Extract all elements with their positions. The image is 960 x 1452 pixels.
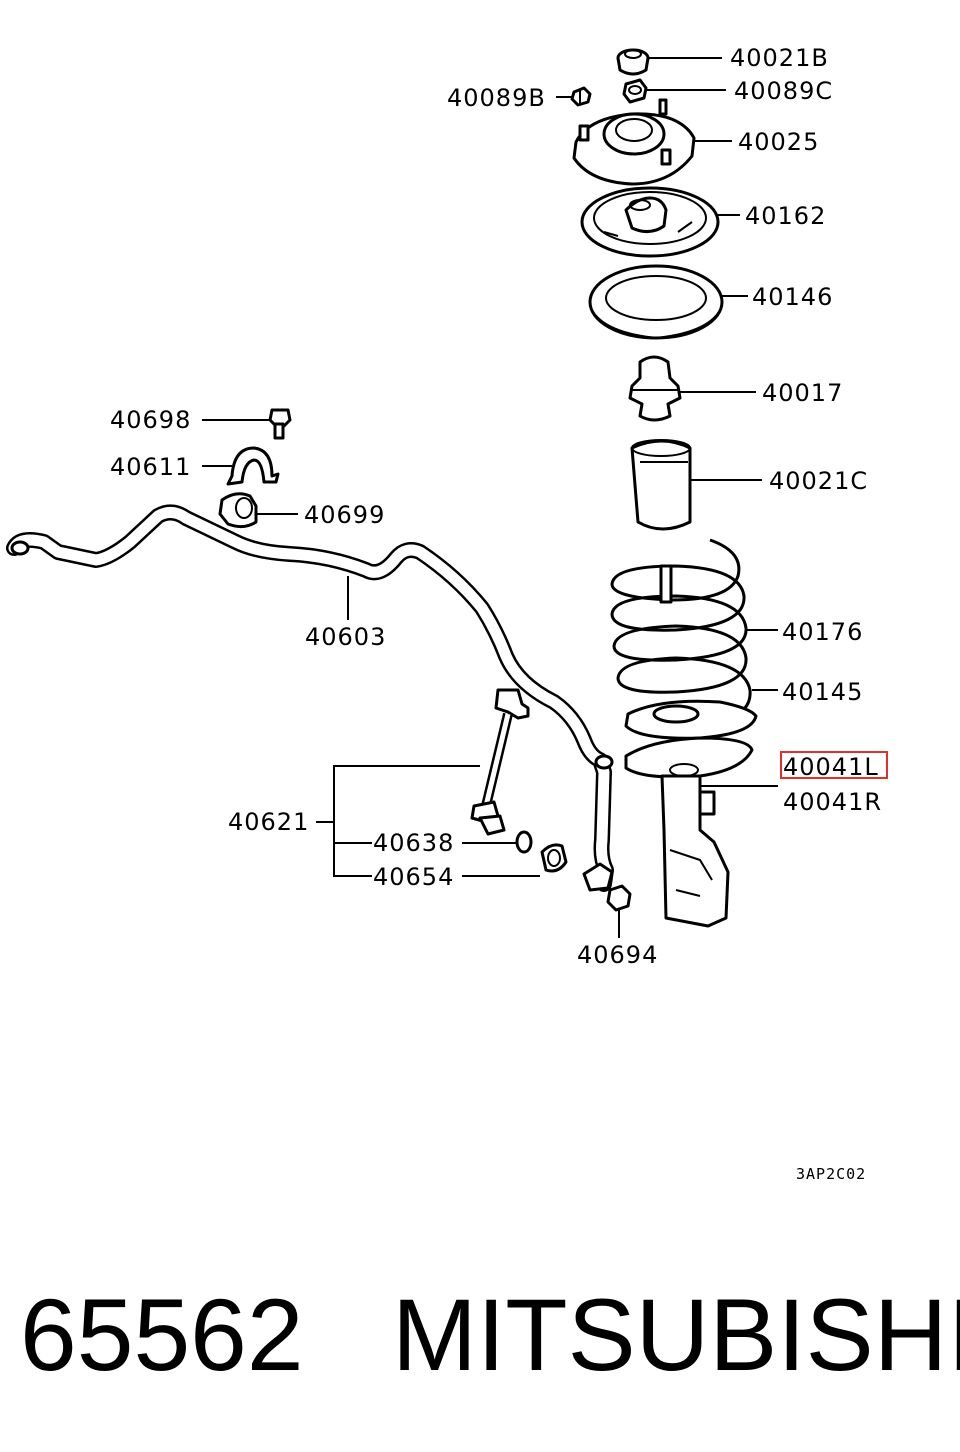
part-40694-nut[interactable] [606,884,632,912]
part-40145-lower-insulator[interactable] [624,699,758,740]
label-40021B[interactable]: 40021B [730,44,829,72]
part-40621-stabilizer-link[interactable] [470,688,530,836]
label-40654[interactable]: 40654 [373,863,454,891]
part-40162-upper-spring-seat[interactable] [580,186,720,258]
label-40603[interactable]: 40603 [305,623,386,651]
part-40699-bushing[interactable] [218,492,258,529]
part-40611-bracket[interactable] [226,446,280,486]
part-40021C-dust-cover[interactable] [630,439,692,531]
part-40698-bolt[interactable] [268,408,292,440]
label-40638[interactable]: 40638 [373,829,454,857]
label-40176[interactable]: 40176 [782,618,863,646]
diagram-code: 3AP2C02 [796,1165,866,1183]
label-40698[interactable]: 40698 [110,406,191,434]
label-40025[interactable]: 40025 [738,128,819,156]
label-40145[interactable]: 40145 [782,678,863,706]
label-40089C[interactable]: 40089C [734,77,833,105]
part-40041-shock-absorber[interactable] [624,736,754,928]
label-40041L[interactable]: 40041L [783,753,879,781]
footer: 65562 MITSUBISHI [0,1270,960,1400]
label-40146[interactable]: 40146 [752,283,833,311]
label-40162[interactable]: 40162 [745,202,826,230]
label-40699[interactable]: 40699 [304,501,385,529]
label-40694[interactable]: 40694 [577,941,658,969]
part-40021B-cap[interactable] [616,48,650,76]
part-40654-bushing[interactable] [540,843,568,873]
footer-brand: MITSUBISHI [392,1278,960,1392]
part-40638-washer[interactable] [515,830,533,854]
label-40089B[interactable]: 40089B [447,84,546,112]
label-40041R[interactable]: 40041R [783,788,882,816]
part-40089C-nut[interactable] [622,78,648,104]
label-40611[interactable]: 40611 [110,453,191,481]
part-40017-bump-stopper[interactable] [628,355,682,422]
part-40025-strut-mount[interactable] [572,98,696,186]
highlight-box-40041L [780,751,888,779]
part-40176-coil-spring[interactable] [610,538,752,722]
part-40603-stabilizer-bar[interactable] [6,504,614,892]
part-40146-spring-insulator[interactable] [588,264,724,340]
part-40089B-nut[interactable] [570,86,592,107]
label-40017[interactable]: 40017 [762,379,843,407]
label-40621[interactable]: 40621 [228,808,309,836]
label-40021C[interactable]: 40021C [769,467,868,495]
footer-part-number: 65562 [20,1278,304,1392]
